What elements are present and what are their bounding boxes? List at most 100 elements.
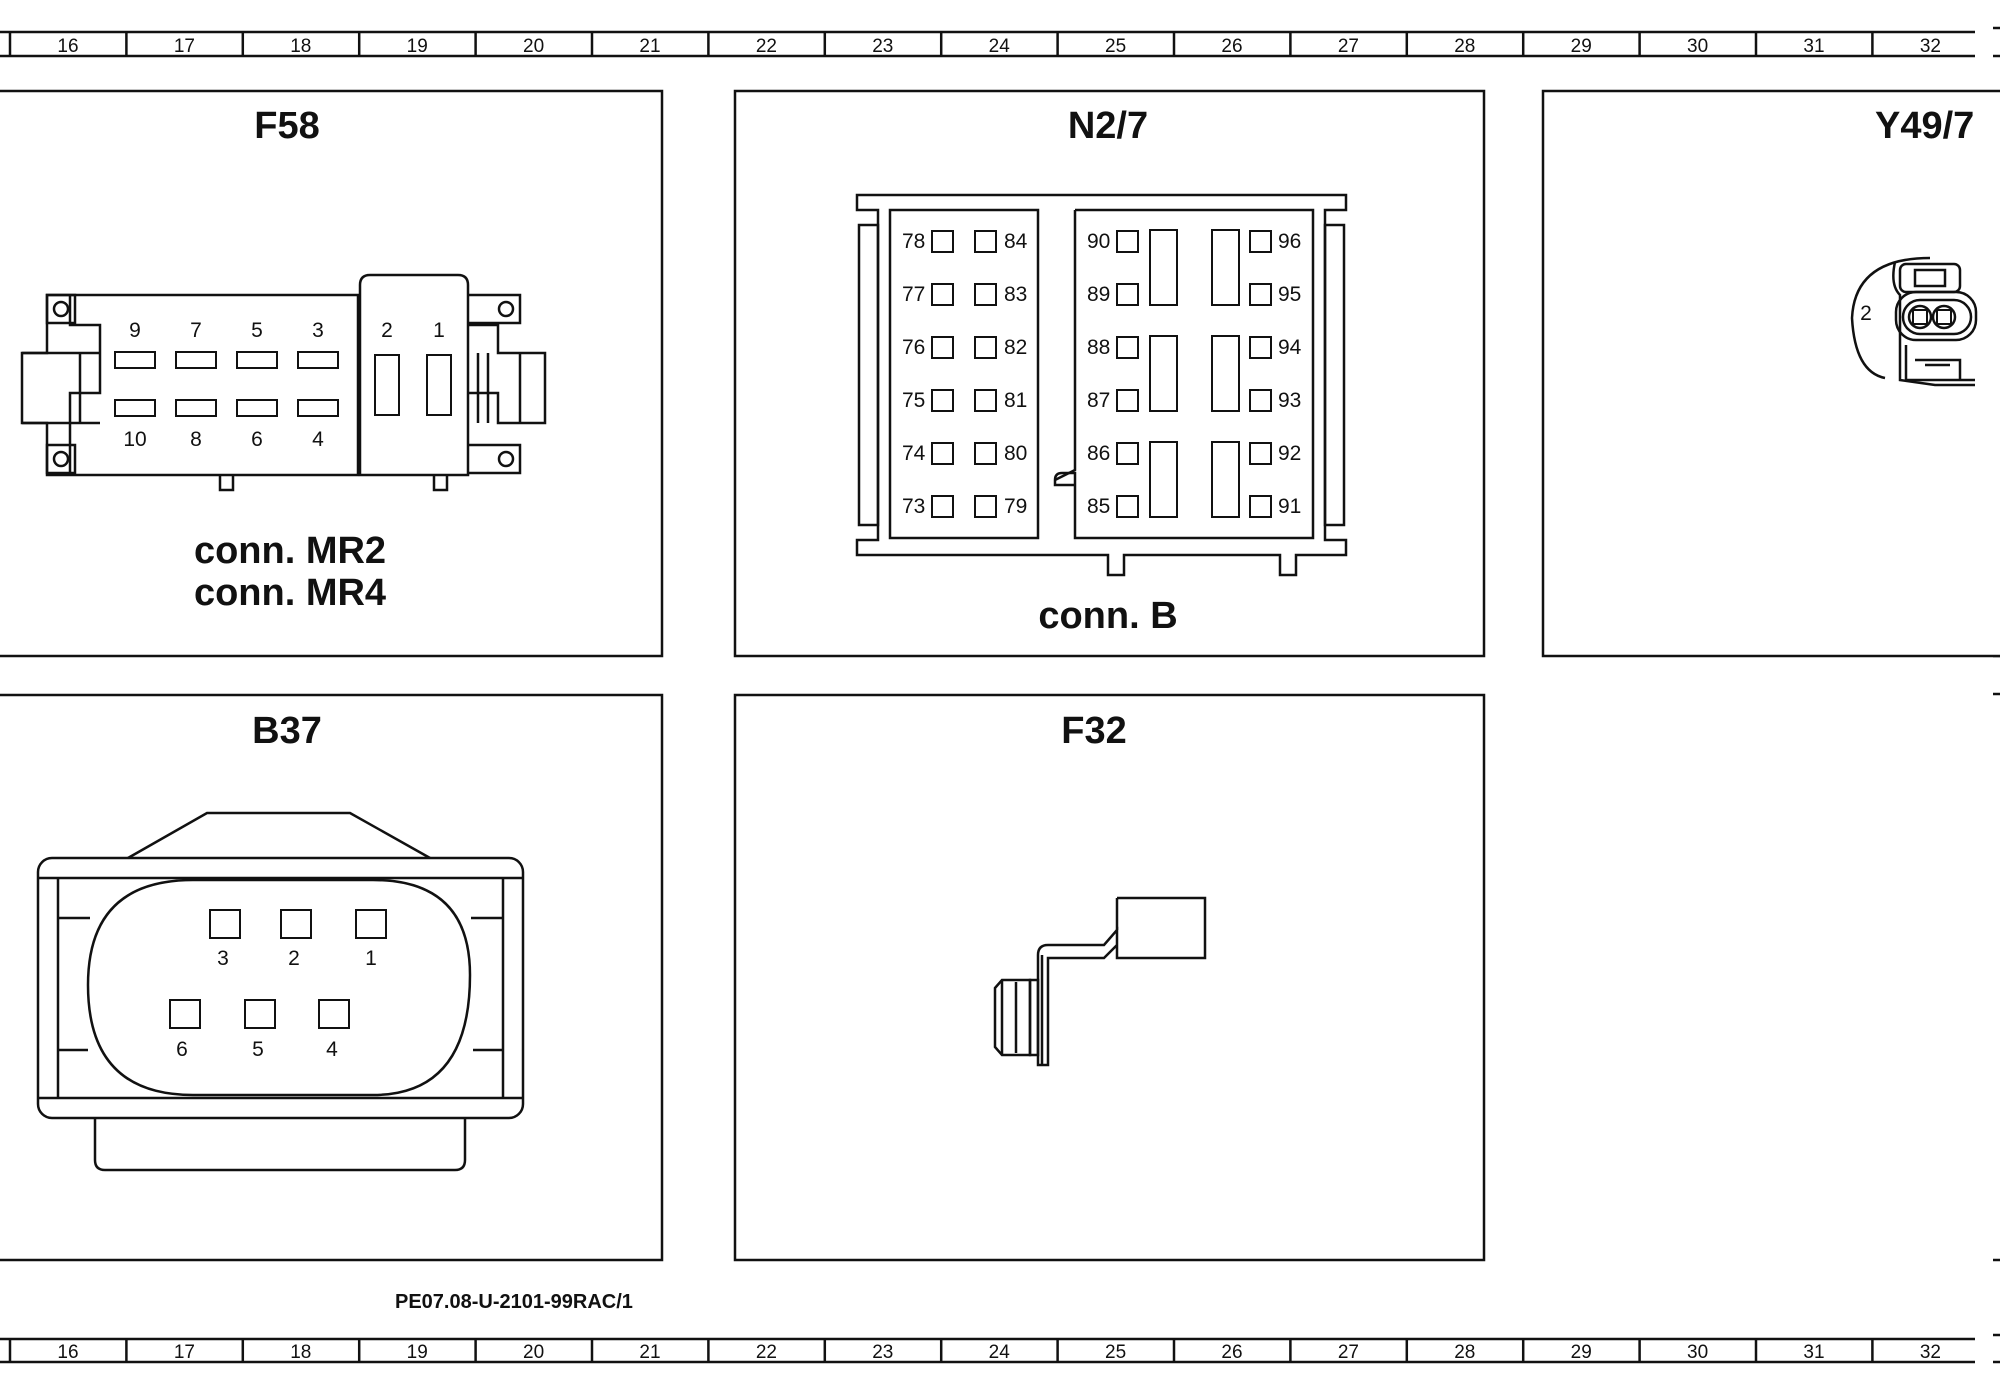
ruler-number: 26 <box>1221 1342 1242 1363</box>
pin-label: 9 <box>129 319 141 342</box>
pin-label: 6 <box>251 428 263 451</box>
pin-label: 2 <box>381 319 393 342</box>
ruler-number: 18 <box>290 1342 311 1363</box>
pin-slot <box>974 389 997 412</box>
pin-label: 2 <box>1860 302 1872 325</box>
ruler-number: 28 <box>1454 36 1475 57</box>
pin-label: 3 <box>312 319 324 342</box>
pin-label: 92 <box>1278 442 1301 465</box>
b37-connector-drawing: 3 2 1 6 5 4 <box>36 811 525 1172</box>
ruler-number: 22 <box>756 1342 777 1363</box>
ruler-number: 25 <box>1105 36 1126 57</box>
f58-connector-drawing: 9 7 5 3 10 8 6 4 2 1 <box>20 273 547 492</box>
pin-label: 96 <box>1278 230 1301 253</box>
ruler-number: 20 <box>523 1342 544 1363</box>
ruler-number: 31 <box>1803 36 1824 57</box>
pin-slot <box>931 336 954 359</box>
ruler-number: 19 <box>407 1342 428 1363</box>
y497-connector-drawing: 2 <box>1850 256 1978 387</box>
pin-label: 3 <box>217 947 229 970</box>
ruler-number: 17 <box>174 36 195 57</box>
ruler-number: 21 <box>639 36 660 57</box>
ruler-number: 23 <box>872 36 893 57</box>
panel-title: Y49/7 <box>1875 105 1974 147</box>
contact-blade <box>1149 335 1178 412</box>
ruler-number: 22 <box>756 36 777 57</box>
panel-title: B37 <box>252 710 322 752</box>
pin-slot <box>1249 230 1272 253</box>
ruler-number: 20 <box>523 36 544 57</box>
pin-label: 10 <box>123 428 146 451</box>
pin-label: 93 <box>1278 389 1301 412</box>
pin-label: 88 <box>1087 336 1110 359</box>
panel-title: N2/7 <box>1068 105 1148 147</box>
ruler-number: 21 <box>639 1342 660 1363</box>
ruler-number: 18 <box>290 36 311 57</box>
pin-slot <box>1249 336 1272 359</box>
pin-slot <box>1249 495 1272 518</box>
pin-label: 78 <box>902 230 925 253</box>
pin-label: 85 <box>1087 495 1110 518</box>
pin-slot <box>1249 442 1272 465</box>
pin-label: 5 <box>251 319 263 342</box>
pin-label: 83 <box>1004 283 1027 306</box>
ruler-number: 28 <box>1454 1342 1475 1363</box>
pin-label: 94 <box>1278 336 1302 359</box>
pin-slot <box>974 442 997 465</box>
pin-slot <box>931 442 954 465</box>
ruler-number: 32 <box>1920 36 1941 57</box>
ruler-number: 24 <box>989 1342 1011 1363</box>
pin-slot <box>1116 442 1139 465</box>
ruler-number: 32 <box>1920 1342 1941 1363</box>
pin-label: 7 <box>190 319 202 342</box>
ruler-number: 17 <box>174 1342 195 1363</box>
pin-slot <box>974 495 997 518</box>
pin-label: 5 <box>252 1038 264 1061</box>
pin-label: 90 <box>1087 230 1110 253</box>
pin-label: 87 <box>1087 389 1110 412</box>
connector-label: conn. MR2 <box>194 530 386 572</box>
pin-label: 86 <box>1087 442 1110 465</box>
ruler-number: 29 <box>1571 1342 1592 1363</box>
panel-title: F58 <box>254 105 319 147</box>
pin-label: 76 <box>902 336 925 359</box>
pin-slot <box>974 336 997 359</box>
panel-b37: B37 3 2 1 6 5 4 <box>0 693 664 1262</box>
pin-slot <box>1249 389 1272 412</box>
pin-slot <box>1116 389 1139 412</box>
pin-label: 79 <box>1004 495 1027 518</box>
ruler-number: 30 <box>1687 1342 1708 1363</box>
panel-y497: Y49/7 2 <box>1541 89 2000 658</box>
ruler-number: 30 <box>1687 36 1708 57</box>
contact-blade <box>1211 441 1240 518</box>
pin-slot <box>931 230 954 253</box>
ruler-number: 16 <box>57 1342 78 1363</box>
ruler-number: 29 <box>1571 36 1592 57</box>
pin-slot <box>1116 336 1139 359</box>
contact-blade <box>1211 335 1240 412</box>
pin-slot <box>974 283 997 306</box>
pin-label: 1 <box>365 947 377 970</box>
pin-slot <box>1116 495 1139 518</box>
pin-label: 2 <box>288 947 300 970</box>
pin-label: 81 <box>1004 389 1027 412</box>
pin-label: 73 <box>902 495 925 518</box>
ruler-number: 27 <box>1338 36 1359 57</box>
pin-slot <box>931 495 954 518</box>
pin-label: 8 <box>190 428 202 451</box>
pin-label: 6 <box>176 1038 188 1061</box>
pin-slot <box>1249 283 1272 306</box>
pin-label: 74 <box>902 442 926 465</box>
pin-label: 89 <box>1087 283 1110 306</box>
contact-blade <box>1211 229 1240 306</box>
pin-label: 75 <box>902 389 925 412</box>
ruler-number: 25 <box>1105 1342 1126 1363</box>
pin-label: 82 <box>1004 336 1027 359</box>
ruler-number: 19 <box>407 36 428 57</box>
pin-slot <box>974 230 997 253</box>
connector-label: conn. MR4 <box>194 572 386 614</box>
